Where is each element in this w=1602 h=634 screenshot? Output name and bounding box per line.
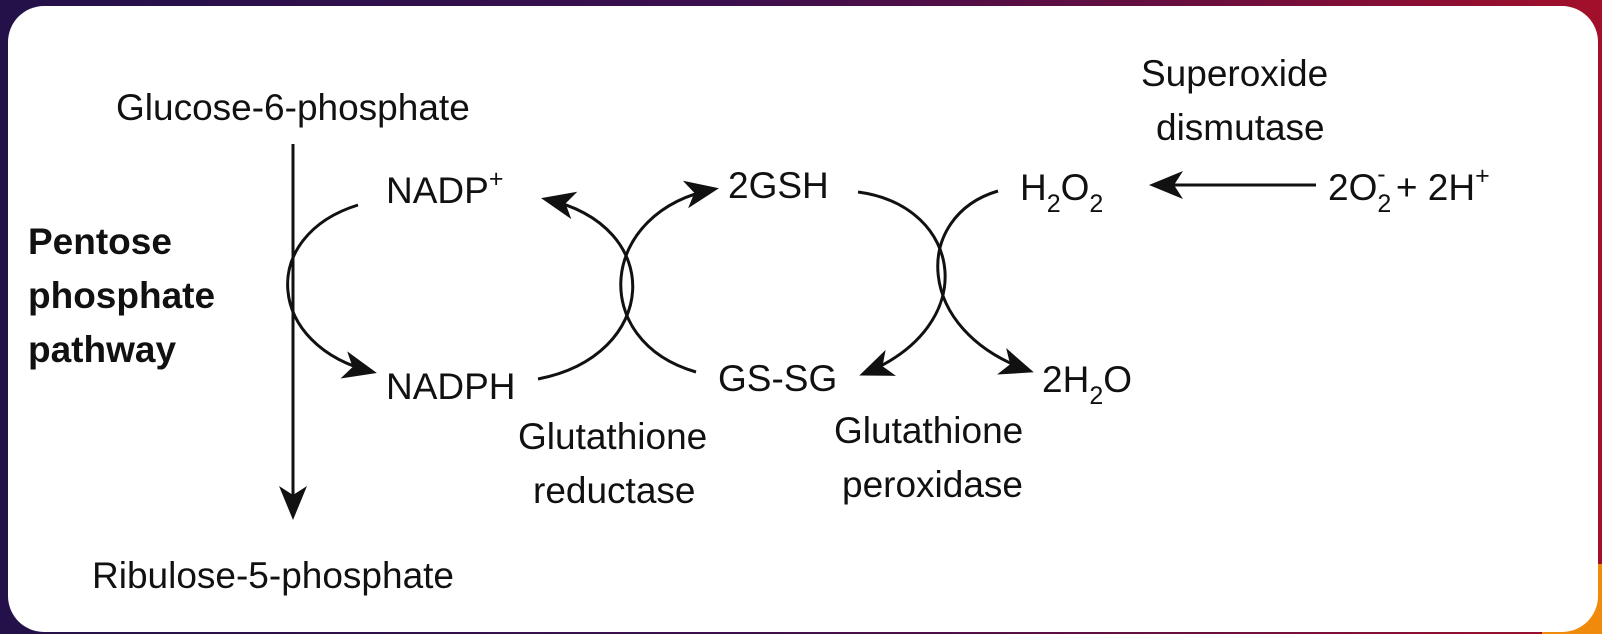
glutathione-peroxidase-line1: Glutathione	[834, 410, 1023, 451]
pathway-label: pathway	[28, 329, 176, 370]
nadph-to-nadp-arrow	[537, 191, 635, 381]
h2o-label: 2H2O	[1042, 359, 1132, 410]
superoxide-dismutase-line1: Superoxide	[1141, 53, 1328, 94]
ribulose-5-phosphate-label: Ribulose-5-phosphate	[92, 555, 454, 596]
gsh-to-gssg-arrow	[857, 190, 947, 376]
pathway-diagram: Glucose-6-phosphate Ribulose-5-phosphate…	[28, 53, 1490, 596]
superoxide-dismutase-line2: dismutase	[1156, 107, 1325, 148]
diagram-panel: Glucose-6-phosphate Ribulose-5-phosphate…	[8, 6, 1598, 632]
h2o2-to-h2o-arrow	[936, 189, 1034, 375]
h2o2-label: H2O2	[1020, 167, 1103, 218]
gsh-label: 2GSH	[728, 165, 829, 206]
glutathione-peroxidase-line2: peroxidase	[842, 464, 1023, 505]
glutathione-reductase-line2: reductase	[533, 470, 696, 511]
superoxide-label: 2O2- + 2H+	[1328, 160, 1490, 218]
phosphate-label: phosphate	[28, 275, 215, 316]
gssg-label: GS-SG	[718, 358, 837, 399]
gssg-to-gsh-arrow	[619, 180, 719, 374]
glutathione-reductase-line1: Glutathione	[518, 416, 707, 457]
pentose-label: Pentose	[28, 221, 172, 262]
nadp-plus-label: NADP+	[386, 165, 503, 211]
glucose-6-phosphate-label: Glucose-6-phosphate	[116, 87, 470, 128]
nadph-label: NADPH	[386, 366, 516, 407]
nadp-to-nadph-arrow	[286, 203, 377, 379]
